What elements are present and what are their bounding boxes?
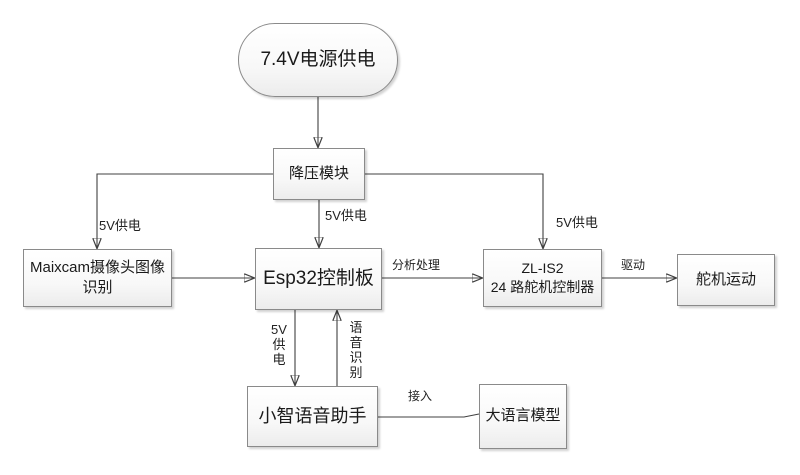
node-maixcam-label: Maixcam摄像头图像识别 [29,258,165,296]
node-voice-assistant-label: 小智语音助手 [258,406,367,427]
edge-voice-assistant-to-llm [378,413,480,418]
node-servo-controller-line2: 24 路舵机控制器 [490,279,595,295]
node-servo-motion: 舵机运动 [677,254,775,306]
node-power-supply-label: 7.4V电源供电 [260,49,376,71]
node-servo-motion-label: 舵机运动 [695,270,756,288]
node-power-supply: 7.4V电源供电 [238,23,398,97]
edge-label-supply-down: 5V供电 [271,322,287,367]
node-servo-controller-line1: ZL-IS2 [521,260,564,277]
node-llm: 大语言模型 [479,384,567,449]
node-esp32: Esp32控制板 [255,248,382,310]
edge-label-supply-center: 5V供电 [325,208,367,223]
node-esp32-label: Esp32控制板 [263,268,374,290]
node-voice-assistant: 小智语音助手 [247,386,378,447]
edge-label-drive: 驱动 [621,258,646,272]
edge-label-supply-right: 5V供电 [556,215,598,230]
node-llm-label: 大语言模型 [485,407,561,425]
node-buck-module: 降压模块 [273,148,365,200]
node-buck-module-label: 降压模块 [288,164,349,182]
edge-label-analysis: 分析处理 [392,258,441,272]
node-maixcam: Maixcam摄像头图像识别 [23,249,172,307]
edge-label-access: 接入 [408,389,433,403]
edge-buck-to-maixcam [97,173,273,248]
edge-buck-to-servo-controller [365,173,543,248]
edge-label-voice-recognition: 语音识别 [349,320,363,380]
edge-label-supply-left: 5V供电 [99,218,141,233]
node-servo-controller: ZL-IS2 24 路舵机控制器 [483,249,602,307]
